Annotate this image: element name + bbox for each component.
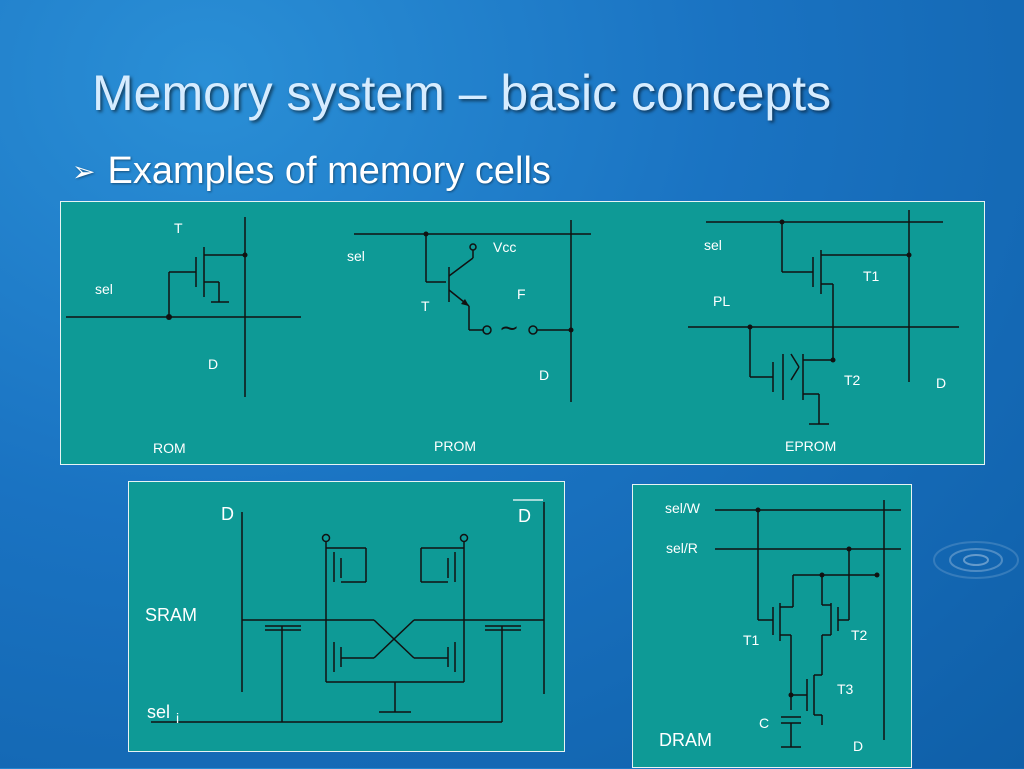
dram-diagram: sel/W sel/R T1 T2 T3 C DRAM D bbox=[659, 500, 901, 754]
eprom-t2-label: T2 bbox=[844, 372, 861, 388]
dram-c-label: C bbox=[759, 715, 769, 731]
dram-t2-label: T2 bbox=[851, 627, 868, 643]
eprom-circuit: sel T1 PL T2 D EPROM bbox=[688, 210, 959, 454]
rom-t-label: T bbox=[174, 220, 183, 236]
rom-caption: ROM bbox=[153, 440, 186, 456]
sram-dbar-label: D bbox=[518, 506, 531, 526]
dram-panel: sel/W sel/R T1 T2 T3 C DRAM D bbox=[632, 484, 912, 768]
sram-panel: D D SRAM sel i bbox=[128, 481, 565, 752]
dram-title: DRAM bbox=[659, 730, 712, 750]
eprom-pl-label: PL bbox=[713, 293, 730, 309]
prom-f-label: F bbox=[517, 286, 526, 302]
dram-selr-label: sel/R bbox=[666, 540, 698, 556]
eprom-sel-label: sel bbox=[704, 237, 722, 253]
slide-title: Memory system – basic concepts bbox=[92, 65, 832, 121]
sram-sel-label: sel bbox=[147, 702, 170, 722]
bullet-text: Examples of memory cells bbox=[107, 150, 551, 192]
prom-vcc-label: Vcc bbox=[493, 239, 516, 255]
bullet-item: ➢ Examples of memory cells bbox=[72, 150, 551, 193]
dram-t3-label: T3 bbox=[837, 681, 854, 697]
sram-diagram: D D SRAM sel i bbox=[145, 499, 545, 726]
prom-sel-label: sel bbox=[347, 248, 365, 264]
prom-t-label: T bbox=[421, 298, 430, 314]
dram-t1-label: T1 bbox=[743, 632, 760, 648]
rom-sel-label: sel bbox=[95, 281, 113, 297]
dram-selw-label: sel/W bbox=[665, 500, 701, 516]
prom-caption: PROM bbox=[434, 438, 476, 454]
sram-d-label: D bbox=[221, 504, 234, 524]
eprom-t1-label: T1 bbox=[863, 268, 880, 284]
sram-title: SRAM bbox=[145, 605, 197, 625]
eprom-d-label: D bbox=[936, 375, 946, 391]
rom-circuit: T sel D ROM bbox=[66, 217, 301, 456]
sram-sel-subscript: i bbox=[176, 710, 179, 726]
water-ripple-decoration bbox=[933, 541, 1019, 579]
top-circuits-diagram: T sel D ROM ~ sel Vcc F bbox=[66, 210, 959, 456]
prom-d-label: D bbox=[539, 367, 549, 383]
svg-text:~: ~ bbox=[499, 314, 519, 342]
eprom-caption: EPROM bbox=[785, 438, 836, 454]
rom-d-label: D bbox=[208, 356, 218, 372]
dram-d-label: D bbox=[853, 738, 863, 754]
prom-circuit: ~ sel Vcc F T D PROM bbox=[347, 220, 591, 454]
top-circuits-panel: T sel D ROM ~ sel Vcc F bbox=[60, 201, 985, 465]
bullet-arrow-icon: ➢ bbox=[72, 156, 96, 187]
